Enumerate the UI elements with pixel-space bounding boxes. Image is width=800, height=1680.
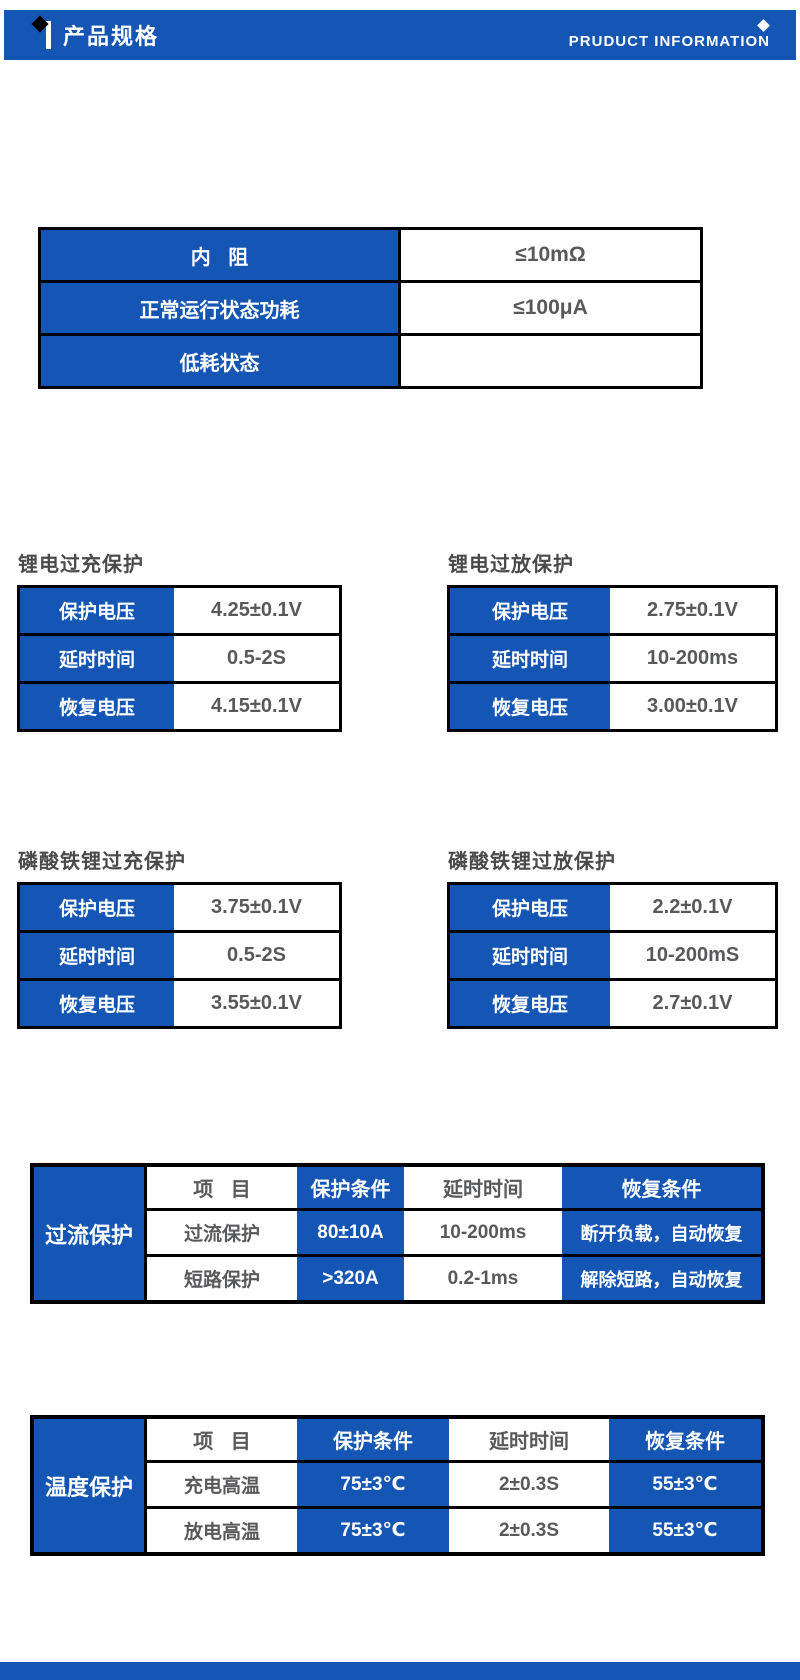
spec-label: 恢复电压: [20, 684, 174, 729]
table-row: 短路保护 >320A 0.2-1ms 解除短路，自动恢复: [147, 1254, 761, 1300]
spec-value: 10-200mS: [610, 933, 775, 978]
column-header-protect: 保护条件: [297, 1419, 449, 1460]
recover-cell: 55±3℃: [609, 1463, 761, 1506]
section-title-li-overcharge: 锂电过充保护: [18, 554, 144, 576]
spec-value: 0.5-2S: [174, 636, 339, 681]
delay-cell: 10-200ms: [404, 1211, 562, 1254]
spec-label: 延时时间: [450, 933, 610, 978]
section-title-lifepo4-overdischarge: 磷酸铁锂过放保护: [448, 851, 616, 873]
table-header-row: 项 目 保护条件 延时时间 恢复条件: [147, 1419, 761, 1460]
spec-value: 0.5-2S: [174, 933, 339, 978]
spec-value: 4.15±0.1V: [174, 684, 339, 729]
diamond-icon: [757, 18, 770, 32]
item-cell: 充电高温: [147, 1463, 297, 1506]
delay-cell: 0.2-1ms: [404, 1257, 562, 1300]
table-row: 充电高温 75±3℃ 2±0.3S 55±3℃: [147, 1460, 761, 1506]
li-overcharge-table: 保护电压 4.25±0.1V 延时时间 0.5-2S 恢复电压 4.15±0.1…: [17, 585, 342, 732]
spec-label: 恢复电压: [20, 981, 174, 1026]
section-title-li-overdischarge: 锂电过放保护: [448, 554, 574, 576]
diamond-icons: [31, 15, 770, 32]
page-subtitle: PRUDUCT INFORMATION: [568, 32, 770, 50]
protect-cell: 75±3℃: [297, 1509, 449, 1552]
section-title-lifepo4-overcharge: 磷酸铁锂过充保护: [18, 851, 186, 873]
spec-label: 保护电压: [450, 885, 610, 930]
table-row: 延时时间 10-200mS: [450, 930, 775, 978]
table-row: 内 阻 ≤10mΩ: [41, 230, 700, 280]
table-row: 保护电压 4.25±0.1V: [20, 588, 339, 633]
page-header: 产品规格 PRUDUCT INFORMATION: [4, 10, 796, 60]
spec-label: 延时时间: [20, 636, 174, 681]
header-subtitle-group: PRUDUCT INFORMATION: [31, 15, 770, 50]
delay-cell: 2±0.3S: [449, 1509, 609, 1552]
lifepo4-overdischarge-table: 保护电压 2.2±0.1V 延时时间 10-200mS 恢复电压 2.7±0.1…: [447, 882, 778, 1029]
spec-value: 10-200ms: [610, 636, 775, 681]
spec-value: [401, 336, 700, 386]
table-row: 保护电压 3.75±0.1V: [20, 885, 339, 930]
spec-value: 2.75±0.1V: [610, 588, 775, 633]
spec-value: 2.2±0.1V: [610, 885, 775, 930]
spec-value: 3.55±0.1V: [174, 981, 339, 1026]
table-row: 恢复电压 2.7±0.1V: [450, 978, 775, 1026]
overcurrent-protection-table: 过流保护 项 目 保护条件 延时时间 恢复条件 过流保护 80±10A 10-2…: [30, 1163, 765, 1304]
spec-label: 恢复电压: [450, 981, 610, 1026]
recover-cell: 断开负载，自动恢复: [562, 1211, 761, 1254]
overcurrent-table-body: 项 目 保护条件 延时时间 恢复条件 过流保护 80±10A 10-200ms …: [147, 1167, 761, 1300]
spec-value: 3.00±0.1V: [610, 684, 775, 729]
lifepo4-overcharge-table: 保护电压 3.75±0.1V 延时时间 0.5-2S 恢复电压 3.55±0.1…: [17, 882, 342, 1029]
temperature-table-body: 项 目 保护条件 延时时间 恢复条件 充电高温 75±3℃ 2±0.3S 55±…: [147, 1419, 761, 1552]
table-row: 保护电压 2.75±0.1V: [450, 588, 775, 633]
table-row: 放电高温 75±3℃ 2±0.3S 55±3℃: [147, 1506, 761, 1552]
table-row: 恢复电压 3.00±0.1V: [450, 681, 775, 729]
group-label-overcurrent: 过流保护: [34, 1167, 144, 1300]
spec-label: 保护电压: [20, 588, 174, 633]
column-header-delay: 延时时间: [404, 1167, 562, 1208]
temperature-protection-table: 温度保护 项 目 保护条件 延时时间 恢复条件 充电高温 75±3℃ 2±0.3…: [30, 1415, 765, 1556]
general-spec-table: 内 阻 ≤10mΩ 正常运行状态功耗 ≤100μA 低耗状态: [38, 227, 703, 389]
table-row: 恢复电压 4.15±0.1V: [20, 681, 339, 729]
recover-cell: 55±3℃: [609, 1509, 761, 1552]
header-title-group: 产品规格: [46, 19, 159, 51]
column-header-item: 项 目: [147, 1167, 297, 1208]
table-row: 正常运行状态功耗 ≤100μA: [41, 280, 700, 333]
item-cell: 短路保护: [147, 1257, 297, 1300]
table-row: 恢复电压 3.55±0.1V: [20, 978, 339, 1026]
spec-label: 保护电压: [450, 588, 610, 633]
page-title: 产品规格: [63, 24, 160, 49]
spec-label: 延时时间: [450, 636, 610, 681]
item-cell: 过流保护: [147, 1211, 297, 1254]
spec-label: 正常运行状态功耗: [41, 283, 401, 333]
protect-cell: 80±10A: [297, 1211, 404, 1254]
group-label-temperature: 温度保护: [34, 1419, 144, 1552]
recover-cell: 解除短路，自动恢复: [562, 1257, 761, 1300]
spec-value: ≤100μA: [401, 283, 700, 333]
spec-value: ≤10mΩ: [401, 230, 700, 280]
column-header-delay: 延时时间: [449, 1419, 609, 1460]
li-overdischarge-table: 保护电压 2.75±0.1V 延时时间 10-200ms 恢复电压 3.00±0…: [447, 585, 778, 732]
footer-accent-bar: [0, 1662, 800, 1680]
spec-value: 3.75±0.1V: [174, 885, 339, 930]
column-header-item: 项 目: [147, 1419, 297, 1460]
spec-label: 低耗状态: [41, 336, 401, 386]
spec-value: 4.25±0.1V: [174, 588, 339, 633]
table-row: 延时时间 0.5-2S: [20, 930, 339, 978]
spec-value: 2.7±0.1V: [610, 981, 775, 1026]
table-row: 过流保护 80±10A 10-200ms 断开负载，自动恢复: [147, 1208, 761, 1254]
item-cell: 放电高温: [147, 1509, 297, 1552]
spec-label: 保护电压: [20, 885, 174, 930]
delay-cell: 2±0.3S: [449, 1463, 609, 1506]
table-header-row: 项 目 保护条件 延时时间 恢复条件: [147, 1167, 761, 1208]
spec-label: 恢复电压: [450, 684, 610, 729]
protect-cell: >320A: [297, 1257, 404, 1300]
table-row: 保护电压 2.2±0.1V: [450, 885, 775, 930]
column-header-recover: 恢复条件: [609, 1419, 761, 1460]
protect-cell: 75±3℃: [297, 1463, 449, 1506]
title-accent-bar: [46, 21, 51, 49]
spec-label: 延时时间: [20, 933, 174, 978]
column-header-recover: 恢复条件: [562, 1167, 761, 1208]
table-row: 延时时间 0.5-2S: [20, 633, 339, 681]
table-row: 延时时间 10-200ms: [450, 633, 775, 681]
table-row: 低耗状态: [41, 333, 700, 386]
spec-label: 内 阻: [41, 230, 401, 280]
column-header-protect: 保护条件: [297, 1167, 404, 1208]
